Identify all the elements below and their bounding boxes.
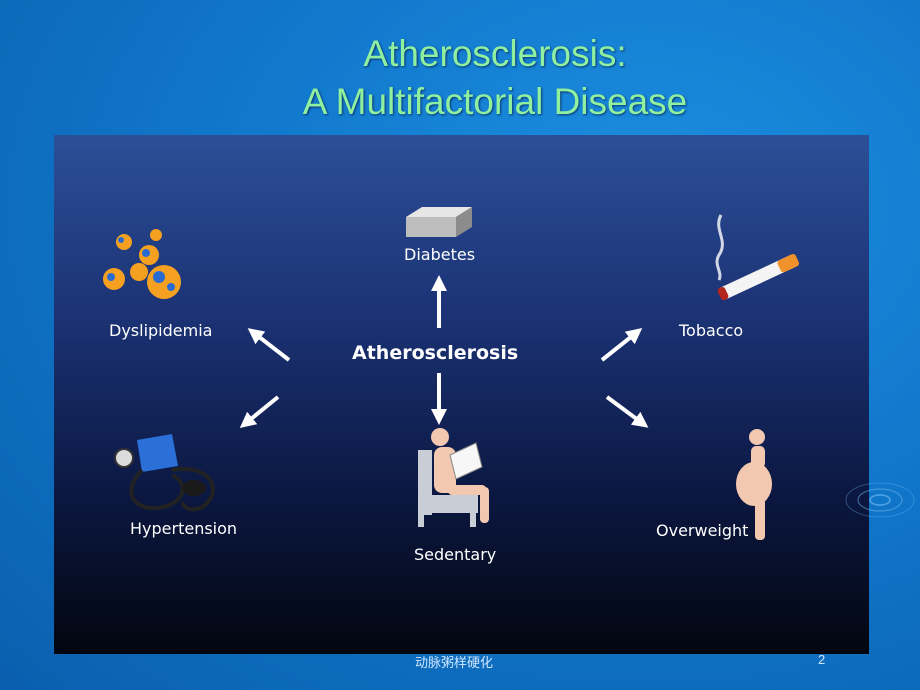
arrow-to-tobacco <box>600 328 643 362</box>
slide-title-line1: Atherosclerosis: <box>363 33 627 74</box>
arrow-to-overweight <box>605 395 649 428</box>
sugar-cube-icon <box>406 207 472 237</box>
diagram-panel: Atherosclerosis Diabetes Dyslipidemia <box>54 135 869 654</box>
label-diabetes: Diabetes <box>404 245 476 264</box>
footer-text: 动脉粥样硬化 <box>415 656 494 671</box>
label-hypertension: Hypertension <box>130 519 238 538</box>
label-dyslipidemia: Dyslipidemia <box>109 321 213 340</box>
overweight-person-icon <box>736 429 772 540</box>
center-label-atherosclerosis: Atherosclerosis <box>352 342 519 364</box>
label-overweight: Overweight <box>656 521 749 540</box>
label-tobacco: Tobacco <box>679 321 744 340</box>
seated-person-icon <box>418 428 489 527</box>
blood-pressure-cuff-icon <box>114 434 215 512</box>
lipid-molecules-icon <box>103 229 181 299</box>
arrow-to-dyslipidemia <box>247 328 291 362</box>
water-ripple-decoration <box>845 482 915 518</box>
slide-title-line2: A Multifactorial Disease <box>302 81 688 122</box>
arrows <box>239 275 649 429</box>
label-sedentary: Sedentary <box>414 545 497 564</box>
cigarette-icon <box>715 214 800 301</box>
arrow-to-hypertension <box>239 395 280 429</box>
page-number: 2 <box>818 652 826 667</box>
